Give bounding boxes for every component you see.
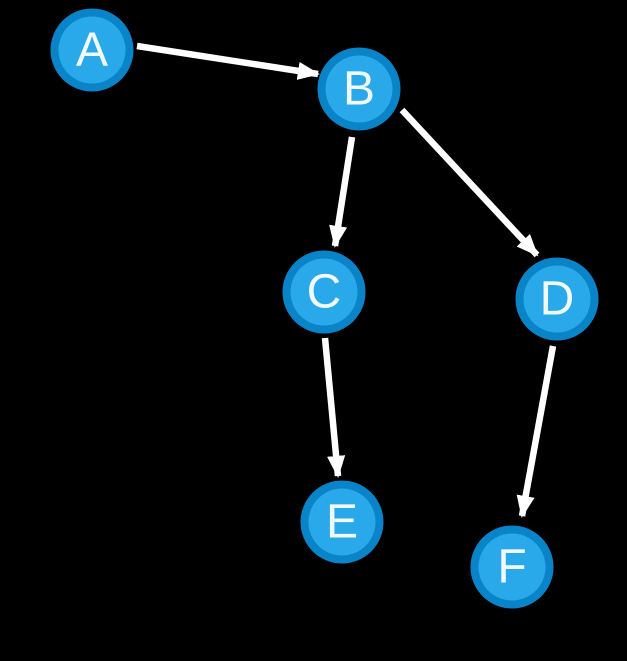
node-D[interactable]: D bbox=[515, 257, 599, 341]
node-body bbox=[478, 533, 546, 601]
node-body bbox=[325, 55, 393, 123]
node-body bbox=[290, 258, 358, 326]
nodes-layer: A B C D E F bbox=[50, 8, 599, 609]
edge-B-C bbox=[329, 136, 356, 248]
edge-A-B bbox=[136, 42, 320, 80]
node-body bbox=[308, 488, 376, 556]
node-label: E bbox=[326, 496, 358, 549]
node-label: B bbox=[343, 63, 375, 116]
node-body bbox=[58, 16, 126, 84]
edges-layer bbox=[136, 42, 557, 518]
node-label: A bbox=[76, 24, 108, 77]
edge-D-F bbox=[516, 345, 557, 518]
node-B[interactable]: B bbox=[317, 47, 401, 131]
node-body bbox=[523, 265, 591, 333]
node-C[interactable]: C bbox=[282, 250, 366, 334]
node-label: F bbox=[497, 541, 526, 594]
node-A[interactable]: A bbox=[50, 8, 134, 92]
edge-C-E bbox=[321, 337, 346, 478]
node-F[interactable]: F bbox=[470, 525, 554, 609]
node-label: C bbox=[307, 266, 342, 319]
node-label: D bbox=[540, 273, 575, 326]
edge-B-D bbox=[399, 107, 540, 258]
node-E[interactable]: E bbox=[300, 480, 384, 564]
